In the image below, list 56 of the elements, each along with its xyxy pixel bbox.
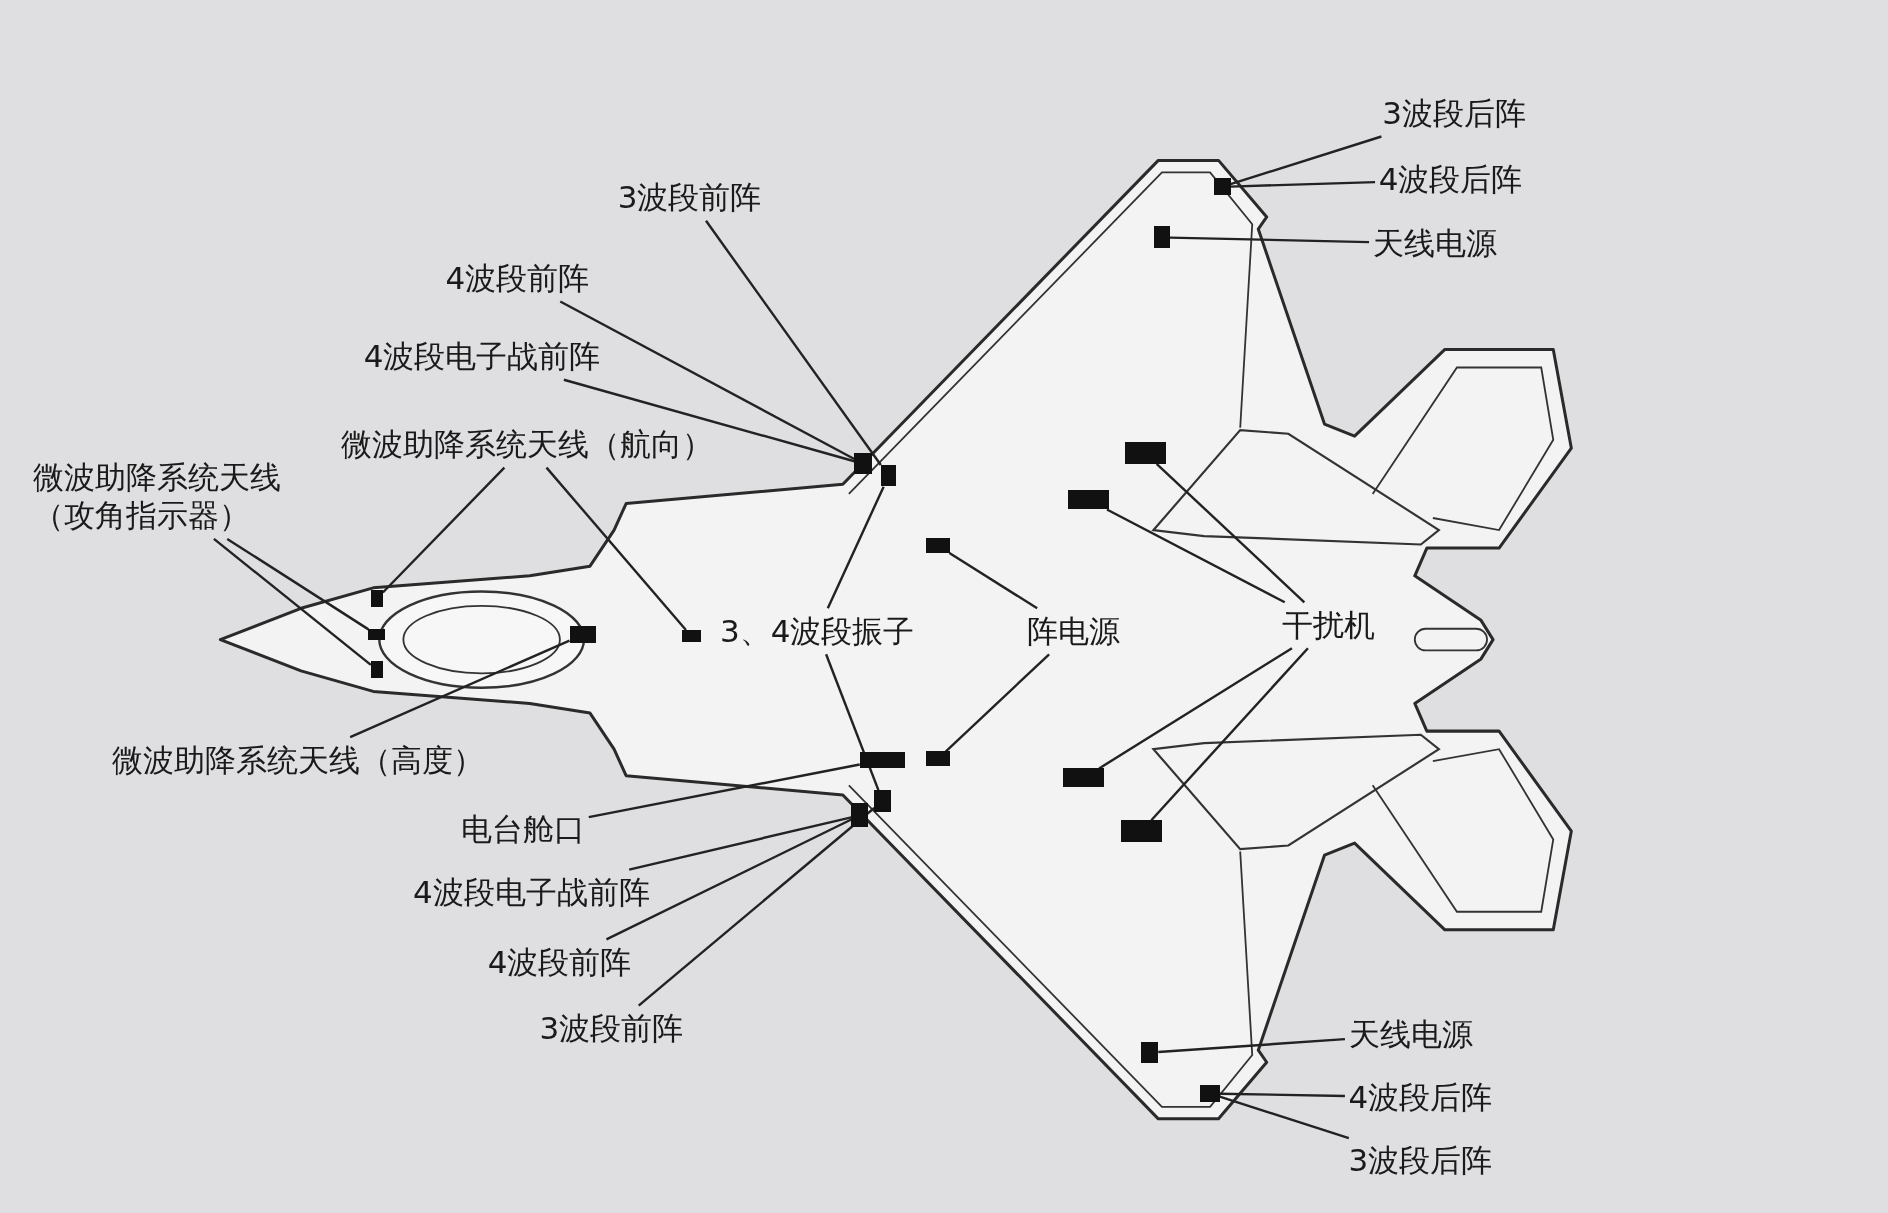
callout-label: 4波段电子战前阵 [363,337,601,376]
leader-line [1219,1092,1345,1098]
antenna-block [854,452,873,475]
leader-line [1158,1037,1346,1054]
antenna-block [1063,768,1105,788]
callout-label: 4波段电子战前阵 [413,872,650,912]
callout-label: 3波段后阵 [1382,93,1526,133]
leader-line [559,300,855,461]
leader-line [628,816,852,871]
callout-label: 天线电源 [1348,1015,1473,1054]
antenna-block [925,538,950,553]
callout-label: 3、4波段振子 [720,611,915,651]
antenna-block [569,626,596,643]
antenna-block [1068,490,1109,510]
leader-line [226,537,370,631]
antenna-block [1141,1041,1159,1064]
antenna-block [368,629,386,640]
callout-label: 4波段后阵 [1348,1077,1493,1117]
callout-label: 4波段后阵 [1378,160,1523,199]
leader-line [1155,462,1306,604]
antenna-block [851,803,869,828]
leader-line [948,551,1038,610]
leader-line [825,653,880,791]
leader-line [382,466,506,594]
leader-line [563,378,855,463]
leader-line [826,486,885,609]
antenna-block [1154,226,1170,249]
leader-line [1150,647,1309,822]
callout-label: 4波段前阵 [487,942,632,982]
leader-line [1106,508,1286,604]
callout-label: 电台舱口 [461,810,586,850]
callout-label: 4波段前阵 [445,258,590,298]
callout-label: 微波助降系统天线（攻角指示器） [32,457,290,536]
leader-line [545,466,687,631]
leader-line [1230,180,1376,188]
callout-label: 微波助降系统天线（航向） [340,425,713,464]
leader-line [1098,647,1293,770]
leader-line [944,653,1050,753]
callout-label: 天线电源 [1372,223,1497,263]
leader-line [705,220,882,466]
leader-line [213,537,372,666]
leader-line [605,818,852,941]
leader-line [1169,236,1370,244]
callout-label: 微波助降系统天线（高度） [111,740,484,780]
callout-label: 3波段前阵 [617,178,762,217]
leader-line [588,763,860,819]
callout-label: 3波段前阵 [539,1009,684,1048]
leader-line [637,807,875,1007]
callout-label: 阵电源 [1027,611,1121,651]
antenna-block [1121,819,1162,842]
antenna-block [925,751,950,766]
antenna-block [874,789,891,812]
callout-label: 3波段后阵 [1348,1141,1493,1181]
callout-label: 干扰机 [1282,605,1376,645]
leader-line [1219,1095,1350,1140]
leader-line [1230,135,1382,186]
